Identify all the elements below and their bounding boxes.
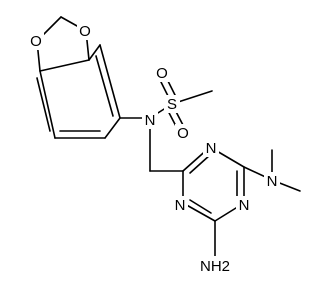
svg-text:O: O: [30, 33, 42, 50]
svg-text:N: N: [145, 112, 156, 129]
svg-text:N: N: [267, 173, 278, 190]
atom-nitrogen-triazine-right: N: [236, 196, 252, 214]
atom-nitrogen-triazine-left: N: [172, 196, 188, 214]
svg-text:N: N: [175, 197, 186, 214]
atom-oxygen-sulfonyl-upper: O: [154, 64, 170, 82]
svg-text:O: O: [79, 23, 91, 40]
svg-text:S: S: [167, 96, 177, 113]
svg-text:O: O: [156, 65, 168, 82]
atom-nitrogen-sulfonamide: N: [142, 111, 158, 129]
svg-text:N: N: [206, 140, 217, 157]
atom-nitrogen-dimethylamino: N: [264, 172, 280, 190]
atom-oxygen-sulfonyl-lower: O: [175, 124, 191, 142]
bond-lines: [36, 16, 301, 257]
svg-text:NH2: NH2: [200, 258, 230, 275]
atom-oxygen-ring-top: O: [77, 22, 93, 40]
svg-text:O: O: [177, 125, 189, 142]
svg-text:N: N: [239, 197, 250, 214]
atom-nitrogen-triazine-top: N: [203, 139, 219, 157]
atom-labels: O O N S O O N N: [28, 22, 280, 276]
atom-amino-group: NH2: [198, 256, 234, 276]
atom-oxygen-ring-bottom: O: [28, 32, 44, 50]
atom-sulfur: S: [164, 95, 180, 113]
